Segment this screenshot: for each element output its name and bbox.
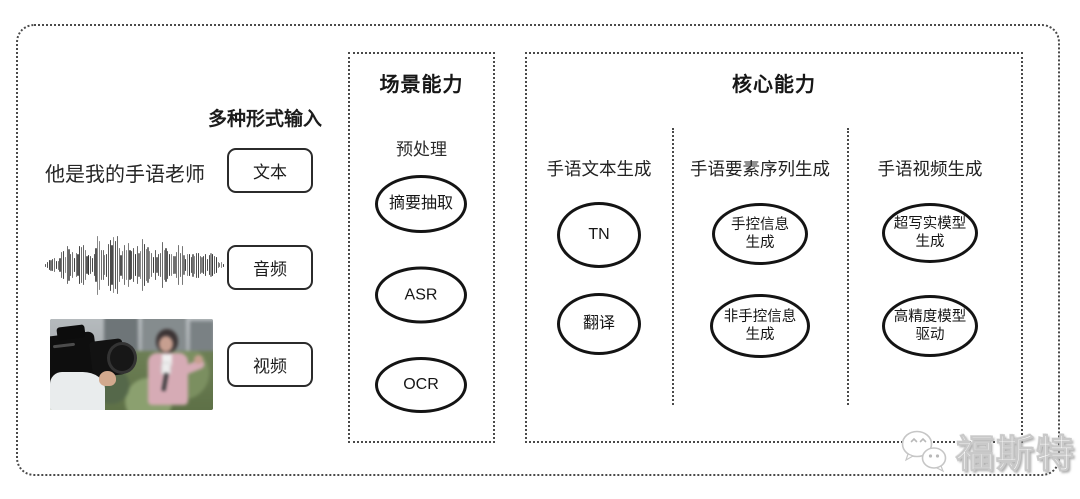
input-box-text-label: 文本: [253, 163, 287, 182]
reporter-figure: [135, 328, 206, 410]
cameraman-sleeve: [50, 372, 106, 410]
node-non-manual-info-generation: 非手控信息 生成: [710, 294, 810, 358]
input-box-video: 视频: [227, 342, 313, 387]
column-header-sl-video-generation: 手语视频生成: [877, 159, 983, 179]
input-box-video-label: 视频: [253, 357, 287, 376]
wechat-icon: [901, 430, 947, 472]
watermark-label: 福斯特: [955, 434, 1077, 477]
node-high-precision-model-driving: 高精度模型 驱动: [882, 295, 978, 357]
node-summary-extraction: 摘要抽取: [375, 175, 467, 233]
preprocess-label: 预处理: [396, 140, 447, 159]
input-box-text: 文本: [227, 148, 313, 193]
audio-waveform-icon: [45, 230, 225, 300]
input-box-audio-label: 音频: [253, 260, 287, 279]
core-column-separator-1: [672, 128, 674, 405]
core-capability-box: 核心能力: [525, 52, 1023, 443]
node-asr: ASR: [375, 266, 467, 324]
node-manual-info-generation: 手控信息 生成: [712, 203, 808, 265]
node-tn: TN: [557, 202, 641, 268]
node-hyperrealistic-model-generation: 超写实模型 生成: [882, 203, 978, 263]
column-header-sl-element-sequence-generation: 手语要素序列生成: [690, 159, 830, 179]
scene-box-title: 场景能力: [379, 74, 464, 96]
cameraman-hand: [98, 371, 116, 387]
input-box-audio: 音频: [227, 245, 313, 290]
core-column-separator-2: [847, 128, 849, 405]
sample-text-sentence: 他是我的手语老师: [45, 164, 205, 186]
core-box-title: 核心能力: [732, 74, 816, 96]
scene-capability-box: 场景能力 预处理: [348, 52, 495, 443]
node-translation: 翻译: [557, 293, 641, 355]
reporter-video-thumbnail: [50, 319, 213, 410]
camera-figure: [50, 324, 138, 393]
node-ocr: OCR: [375, 357, 467, 413]
input-section-header: 多种形式输入: [207, 109, 322, 130]
outer-dotted-border: [16, 24, 1060, 476]
watermark: 福斯特: [898, 423, 1076, 478]
column-header-sl-text-generation: 手语文本生成: [546, 159, 652, 179]
